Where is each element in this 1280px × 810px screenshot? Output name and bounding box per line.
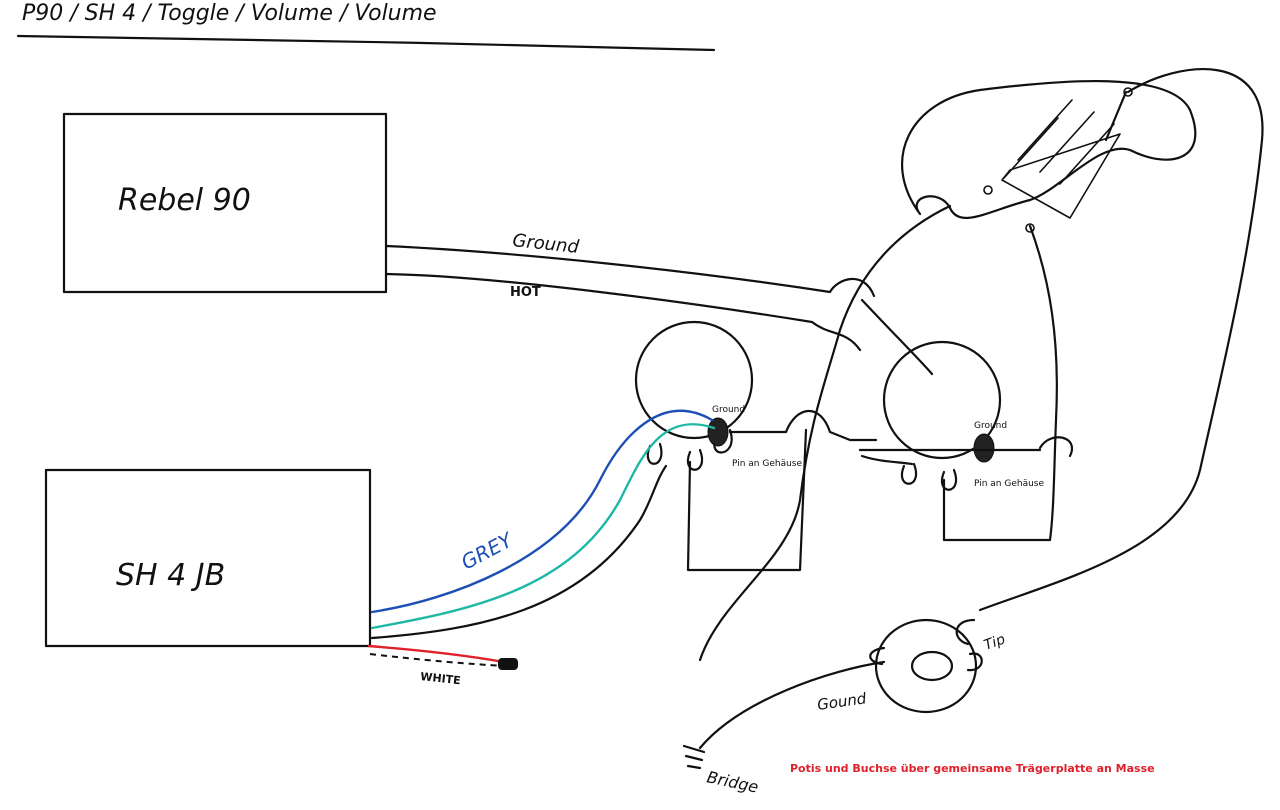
red-wire xyxy=(367,644,505,664)
pot2-ground-label: Ground xyxy=(974,421,1007,431)
volume-pot-1 xyxy=(634,320,754,440)
toggle-switch-pins xyxy=(983,87,1133,233)
hot-wire-label: HOT xyxy=(510,285,541,300)
pot2-lugs xyxy=(901,436,1074,491)
green-wire xyxy=(370,423,716,630)
toggle-output-wire xyxy=(698,204,952,662)
pot2-pin-label: Pin an Gehäuse xyxy=(974,479,1044,489)
pot-interconnect xyxy=(860,454,914,466)
bridge-ground-symbol xyxy=(682,744,706,770)
toggle-switch-body xyxy=(901,79,1197,219)
bare-wire xyxy=(370,464,668,640)
bridge-ground-wire xyxy=(698,660,886,750)
neck-hot-wire xyxy=(384,272,862,352)
jack-ground-label: Gound xyxy=(816,689,868,714)
volume-pot-2 xyxy=(882,340,1002,460)
pot1-ground-label: Ground xyxy=(712,405,745,415)
toggle-neck-wire xyxy=(942,224,1058,542)
taped-wire-end xyxy=(498,658,518,670)
neck-pickup-box xyxy=(62,112,388,294)
pot1-loop-wire xyxy=(686,428,808,572)
grounding-note: Potis und Buchse über gemeinsame Trägerp… xyxy=(790,762,1155,775)
bridge-pickup-box xyxy=(44,468,372,648)
neck-pickup-label: Rebel 90 xyxy=(118,183,251,218)
ground-wire-label: Ground xyxy=(511,230,580,258)
toggle-ground-wire xyxy=(978,68,1264,612)
neck-ground-wire xyxy=(384,244,876,298)
pot1-ground-blob xyxy=(707,417,729,447)
jack-tip-wire xyxy=(955,618,976,646)
tip-label: Tip xyxy=(982,631,1008,653)
output-jack xyxy=(874,618,978,714)
bridge-pickup-label: SH 4 JB xyxy=(116,558,225,593)
pot1-ground-link xyxy=(728,409,878,442)
pot1-pin-label: Pin an Gehäuse xyxy=(732,459,802,469)
diagram-title: P90 / SH 4 / Toggle / Volume / Volume xyxy=(22,1,437,26)
toggle-to-pot2-wire xyxy=(860,298,934,376)
bridge-label: Bridge xyxy=(705,767,760,796)
grey-wire xyxy=(370,409,714,614)
output-jack-center xyxy=(910,650,954,682)
jack-tip-lug xyxy=(966,652,983,672)
pot2-ground-blob xyxy=(973,433,995,463)
white-wire xyxy=(369,653,505,667)
white-wire-label: WHITE xyxy=(420,670,462,687)
title-underline xyxy=(16,34,716,52)
